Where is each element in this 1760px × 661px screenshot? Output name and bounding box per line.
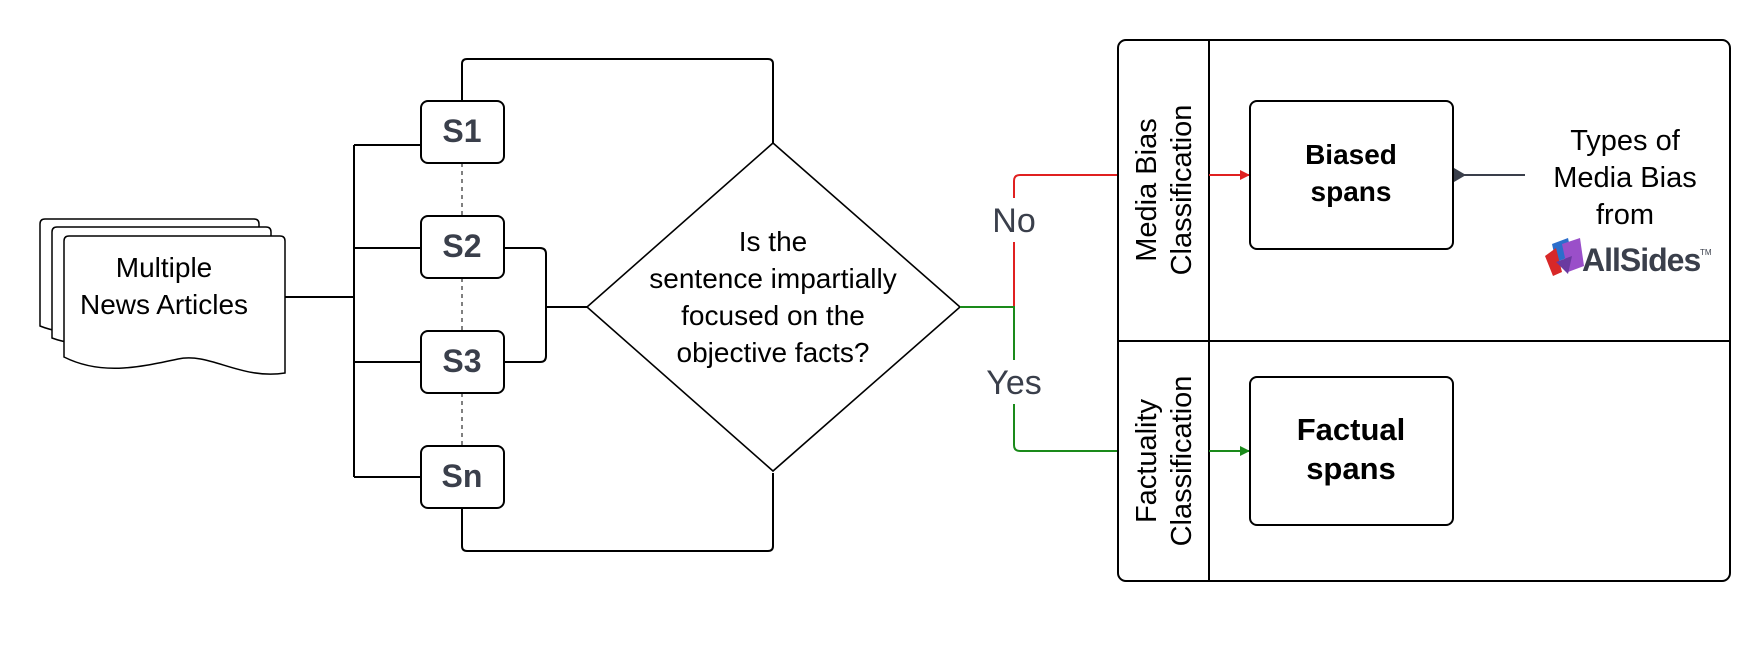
documents-label-line1: Multiple — [116, 252, 212, 283]
factual-spans-box: Factual spans — [1249, 376, 1454, 526]
documents-label-line2: News Articles — [80, 289, 248, 320]
decision-question-line2: sentence impartially — [649, 263, 896, 294]
allsides-logo-mark-icon — [1545, 238, 1584, 276]
allsides-logo-text: AllSides — [1582, 242, 1700, 278]
biased-spans-box: Biased spans — [1249, 100, 1454, 250]
document-front-sheet — [63, 235, 286, 375]
classification-outer-frame — [1117, 39, 1731, 582]
yes-branch-label: Yes — [986, 364, 1041, 402]
no-branch-line — [960, 174, 1118, 308]
media-bias-classification-header: Media Bias Classification — [1131, 105, 1198, 276]
classification-panel — [1117, 39, 1731, 582]
decision-question-line3: focused on the — [681, 300, 865, 331]
sentence-s1-label: S1 — [442, 113, 481, 149]
decision-diamond — [585, 141, 962, 473]
biased-spans-line2: spans — [1311, 176, 1392, 207]
news-articles-document-stack: Multiple News Articles — [39, 218, 286, 375]
biased-spans-line1: Biased — [1305, 139, 1397, 170]
sentence-s3: S3 — [420, 330, 505, 394]
no-branch-label: No — [992, 202, 1035, 240]
factual-spans-line2: spans — [1306, 451, 1396, 486]
factuality-header-line2: Classification — [1166, 376, 1198, 547]
sentence-s2-label: S2 — [442, 228, 481, 264]
factual-spans-line1: Factual — [1297, 412, 1406, 447]
sentence-s2: S2 — [420, 215, 505, 279]
allsides-logo-trademark: TM — [1700, 248, 1712, 257]
sentence-sn-label: Sn — [442, 458, 483, 494]
sentences-to-decision-connectors — [461, 58, 774, 552]
allsides-logo: AllSides TM — [1545, 238, 1712, 278]
documents-to-sentences-connectors — [285, 144, 421, 478]
media-bias-header-line1: Media Bias — [1131, 118, 1163, 261]
no-branch: No — [960, 174, 1118, 308]
yes-branch: Yes — [960, 306, 1118, 452]
yes-branch-line — [960, 306, 1118, 452]
decision-question-line1: Is the — [739, 226, 807, 257]
bias-types-line2: Media Bias — [1553, 162, 1696, 194]
sentence-sn: Sn — [420, 445, 505, 509]
bias-types-line1: Types of — [1570, 125, 1681, 157]
impartiality-decision: Is the sentence impartially focused on t… — [585, 141, 962, 473]
media-bias-header-line2: Classification — [1166, 105, 1198, 276]
bias-types-line3: from — [1596, 199, 1654, 231]
bias-types-source: Types of Media Bias from — [1454, 125, 1697, 231]
sentence-s3-label: S3 — [442, 343, 481, 379]
factuality-classification-header: Factuality Classification — [1131, 376, 1198, 547]
decision-question-line4: objective facts? — [677, 337, 870, 368]
sentence-s1: S1 — [420, 100, 505, 164]
factuality-header-line1: Factuality — [1131, 398, 1163, 523]
